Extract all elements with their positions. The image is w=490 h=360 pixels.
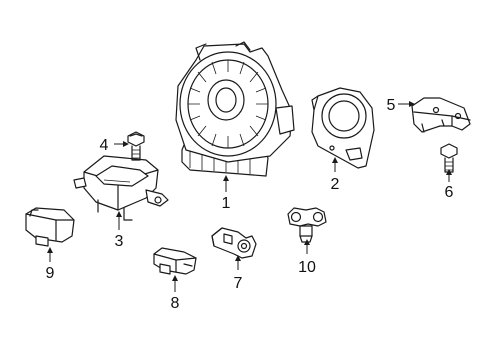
part-8-impact-sensor[interactable]: [153, 247, 197, 275]
part-10-sensor[interactable]: [287, 207, 327, 243]
part-2-steering-angle-sensor[interactable]: [311, 87, 375, 169]
part-3-srs-unit[interactable]: [73, 155, 169, 221]
part-6-bolt[interactable]: [440, 143, 458, 173]
callout-3: 3: [115, 233, 124, 250]
callout-7: 7: [234, 275, 243, 292]
callout-5: 5: [387, 97, 396, 114]
callout-labels: 1 2 3 4 5 6 7 8 9 10: [46, 97, 454, 312]
callout-10: 10: [298, 259, 316, 276]
part-9-sensor[interactable]: [25, 207, 75, 247]
part-4-bolt[interactable]: [127, 131, 145, 161]
part-1-clock-spring[interactable]: [175, 41, 295, 177]
callout-1: 1: [222, 195, 231, 212]
callout-9: 9: [46, 265, 55, 282]
callout-2: 2: [331, 176, 340, 193]
leader-lines: [47, 101, 452, 292]
callout-8: 8: [171, 295, 180, 312]
callout-6: 6: [445, 184, 454, 201]
part-5-bracket[interactable]: [411, 97, 471, 133]
callout-4: 4: [100, 137, 109, 154]
part-7-impact-sensor[interactable]: [211, 227, 257, 259]
